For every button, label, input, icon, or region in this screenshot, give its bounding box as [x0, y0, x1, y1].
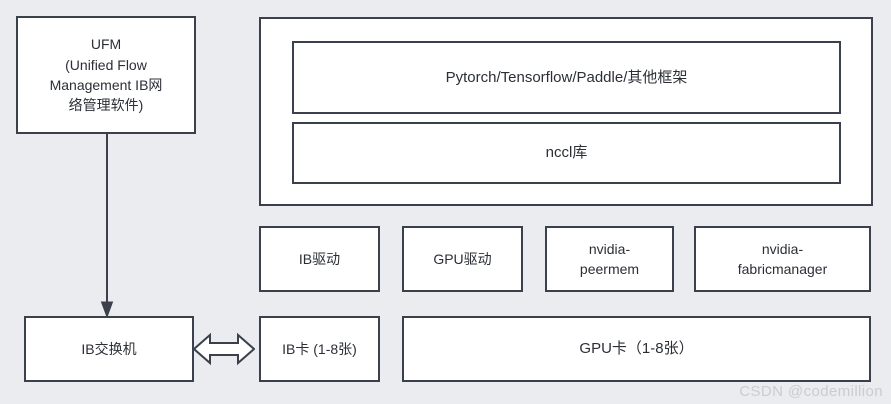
nvidia-peermem-label: nvidia- peermem [580, 239, 639, 280]
gpu-driver-box: GPU驱动 [402, 226, 523, 292]
ufm-to-switch-arrow-icon [100, 133, 114, 319]
nvidia-peermem-line-2: peermem [579, 261, 640, 277]
nvidia-peermem-box: nvidia- peermem [545, 226, 674, 292]
nvidia-peermem-line-1: nvidia- [588, 240, 631, 257]
gpu-card-box: GPU卡（1-8张） [402, 316, 871, 382]
nvidia-fabricmanager-line-2: fabricmanager [737, 261, 828, 277]
ib-switch-box: IB交换机 [24, 316, 194, 382]
ib-card-box: IB卡 (1-8张) [259, 316, 380, 382]
framework-box: Pytorch/Tensorflow/Paddle/其他框架 [292, 41, 841, 114]
ufm-box: UFM (Unified Flow Management IB网 络管理软件) [16, 16, 196, 134]
ufm-label-line-2: (Unified Flow [65, 56, 147, 73]
ufm-label-line-3: Management IB网 [49, 77, 163, 93]
nvidia-fabricmanager-line-1: nvidia- [761, 240, 804, 257]
nccl-library-box: nccl库 [292, 122, 841, 184]
ufm-label-line-4: 络管理软件) [68, 97, 144, 114]
nvidia-fabricmanager-box: nvidia- fabricmanager [694, 226, 871, 292]
nvidia-fabricmanager-label: nvidia- fabricmanager [738, 239, 828, 280]
bidirectional-arrow-icon [193, 332, 255, 366]
watermark: CSDN @codemillion [739, 383, 883, 400]
ib-driver-box: IB驱动 [259, 226, 380, 292]
ufm-label-line-1: UFM [90, 36, 122, 53]
ufm-box-label: UFM (Unified Flow Management IB网 络管理软件) [50, 34, 163, 115]
